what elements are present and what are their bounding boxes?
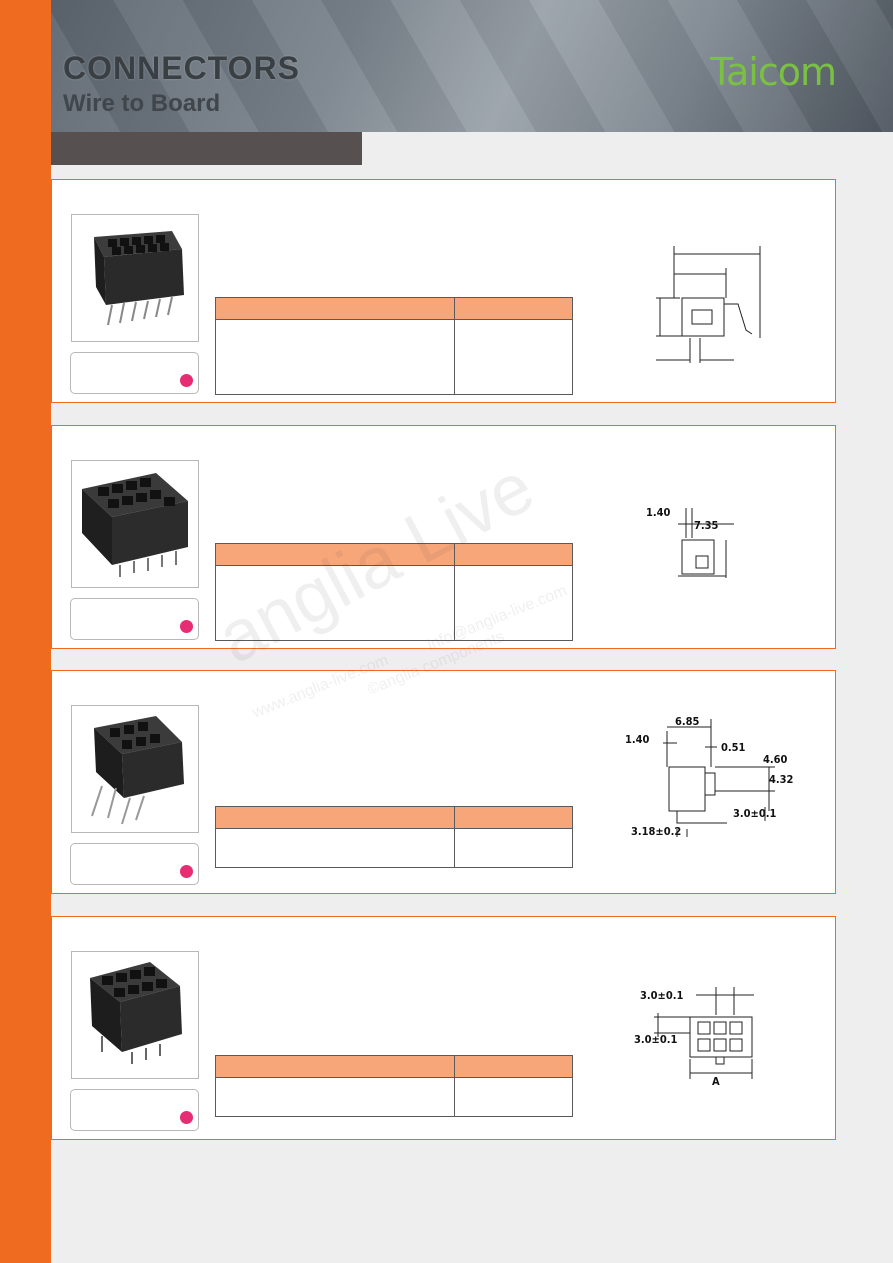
spec-table — [215, 1055, 573, 1117]
spec-table-body — [216, 1078, 572, 1117]
connector-image — [91, 716, 184, 825]
dim-label: 3.0±0.1 — [640, 989, 683, 1002]
connector-image — [94, 231, 184, 326]
product-card-4: 3.0±0.1 3.0±0.1 A — [51, 916, 836, 1140]
dim-label: A — [712, 1075, 720, 1088]
status-dot — [180, 1111, 193, 1124]
product-tag — [70, 843, 199, 885]
section-label-strip — [51, 132, 362, 165]
dimension-drawing — [634, 238, 764, 372]
dimension-drawing: 6.85 1.40 0.51 4.60 4.32 3.0±0.1 3.18±0.… — [617, 711, 797, 845]
spec-table-header — [216, 544, 572, 566]
product-card-3: 6.85 1.40 0.51 4.60 4.32 3.0±0.1 3.18±0.… — [51, 670, 836, 894]
product-tag — [70, 598, 199, 640]
spec-table-body — [216, 320, 572, 395]
spec-table-header — [216, 807, 572, 829]
dim-label: 3.18±0.2 — [631, 825, 681, 838]
spec-table-header — [216, 1056, 572, 1078]
spec-table — [215, 543, 573, 641]
connector-image — [90, 962, 182, 1064]
product-tag — [70, 352, 199, 394]
taicom-logo: Taicom — [710, 50, 837, 94]
product-photo — [71, 460, 199, 588]
connector-image — [82, 473, 188, 577]
header-background — [51, 0, 893, 132]
product-tag — [70, 1089, 199, 1131]
dimension-drawing: 3.0±0.1 3.0±0.1 A — [630, 979, 780, 1091]
status-dot — [180, 865, 193, 878]
side-accent-bar — [0, 0, 51, 1263]
dim-label: 0.51 — [721, 741, 746, 754]
page-header: CONNECTORS Wire to Board Taicom — [51, 0, 893, 132]
dim-label: 3.0±0.1 — [733, 807, 776, 820]
product-photo — [71, 951, 199, 1079]
spec-table — [215, 297, 573, 395]
dim-label: 1.40 — [625, 733, 650, 746]
page-subtitle: Wire to Board — [63, 90, 221, 117]
dim-label: 7.35 — [694, 519, 719, 532]
product-card-2: 1.40 7.35 — [51, 425, 836, 649]
dim-label: 1.40 — [646, 506, 671, 519]
status-dot — [180, 620, 193, 633]
product-photo — [71, 705, 199, 833]
spec-table-header — [216, 298, 572, 320]
product-card-1 — [51, 179, 836, 403]
dimension-drawing: 1.40 7.35 — [642, 498, 742, 584]
dim-label: 3.0±0.1 — [634, 1033, 677, 1046]
dim-label: 4.60 — [763, 753, 788, 766]
dim-label: 4.32 — [769, 773, 794, 786]
spec-table-body — [216, 829, 572, 868]
spec-table — [215, 806, 573, 868]
dim-label: 6.85 — [675, 715, 700, 728]
spec-table-body — [216, 566, 572, 641]
product-photo — [71, 214, 199, 342]
status-dot — [180, 374, 193, 387]
page-title: CONNECTORS — [63, 50, 300, 86]
